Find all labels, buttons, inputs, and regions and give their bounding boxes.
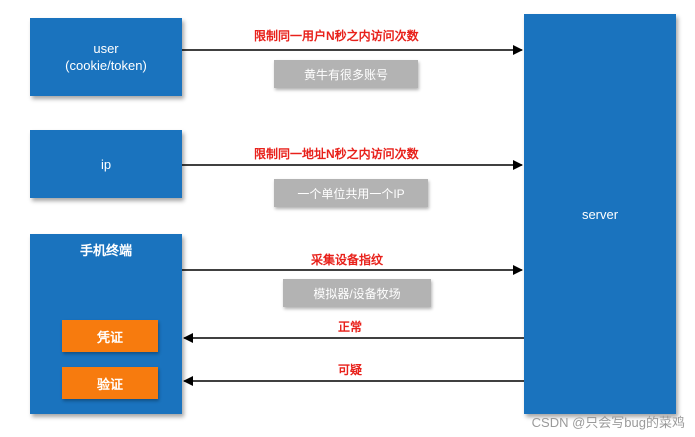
server-label: server <box>581 206 619 222</box>
mobile-client-box: 手机终端 凭证 验证 <box>30 234 182 414</box>
mobile-label: 手机终端 <box>79 243 132 258</box>
normal-label: 正常 <box>338 320 363 334</box>
ip-rule-label: 限制同一地址N秒之内访问次数 <box>254 147 419 161</box>
server-box: server <box>524 14 676 414</box>
user-sublabel: (cookie/token) <box>65 58 147 73</box>
verify-button: 验证 <box>62 367 158 399</box>
user-label: user <box>93 41 119 56</box>
user-note-box: 黄牛有很多账号 <box>274 60 418 88</box>
mobile-rule-label: 采集设备指纹 <box>311 253 384 267</box>
ip-label: ip <box>100 156 112 172</box>
csdn-watermark: CSDN @只会写bug的菜鸡 <box>531 415 685 430</box>
ip-note-box: 一个单位共用一个IP <box>274 179 428 207</box>
suspicious-label: 可疑 <box>338 363 363 377</box>
ip-client-box: ip <box>30 130 182 198</box>
user-rule-label: 限制同一用户N秒之内访问次数 <box>254 29 419 43</box>
mobile-note-box: 模拟器/设备牧场 <box>283 279 431 307</box>
user-client-box: user (cookie/token) <box>30 18 182 96</box>
credential-button: 凭证 <box>62 320 158 352</box>
